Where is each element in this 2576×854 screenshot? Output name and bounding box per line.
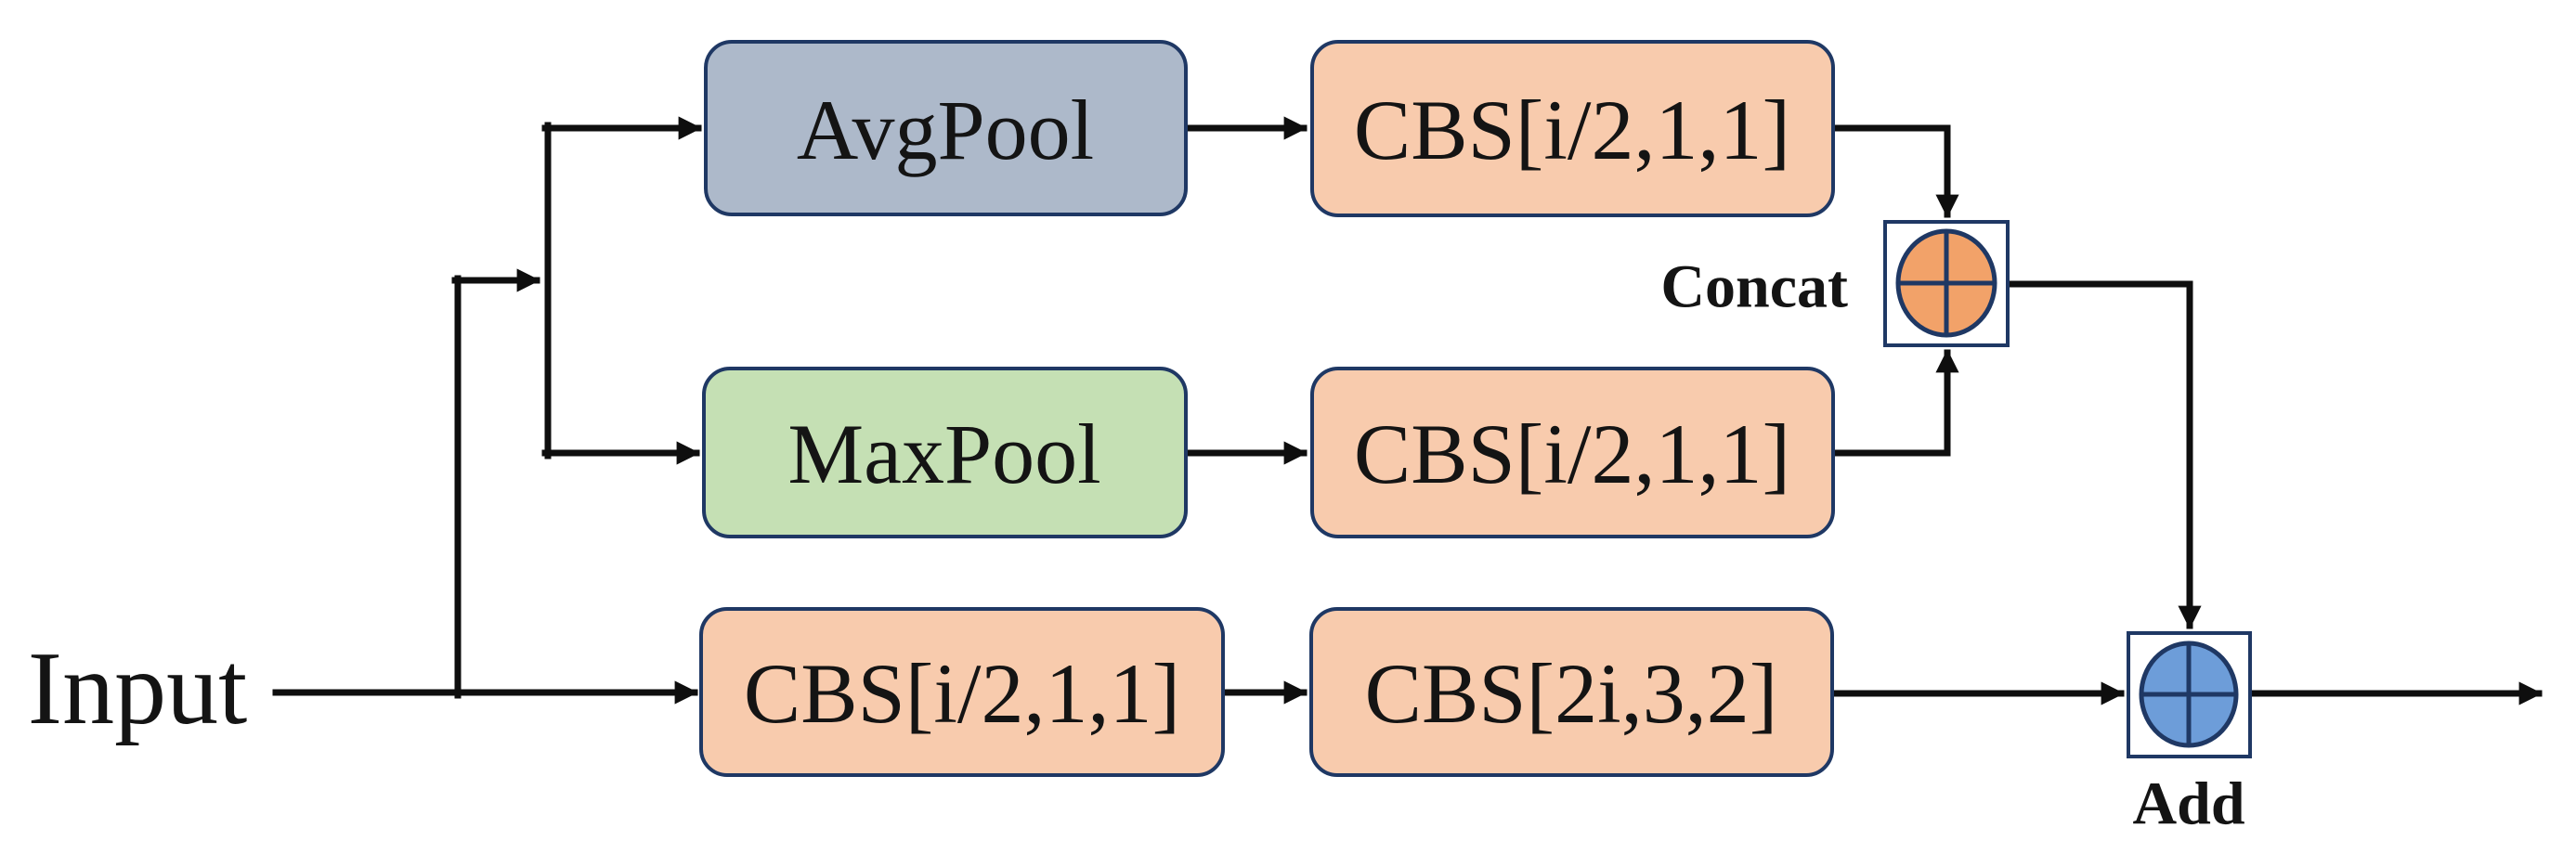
avgpool-block: AvgPool	[704, 40, 1188, 216]
cbs-bottom-second-box	[1309, 607, 1834, 777]
maxpool-label: MaxPool	[787, 407, 1100, 501]
cbs-after-maxpool-box	[1310, 367, 1835, 538]
cbs-bottom-first-label: CBS[i/2,1,1]	[744, 646, 1180, 741]
cbs-bottom-first-block: CBS[i/2,1,1]	[699, 607, 1225, 777]
maxpool-box	[702, 367, 1188, 538]
cbs-after-avgpool-box	[1310, 40, 1835, 217]
avgpool-label: AvgPool	[797, 83, 1094, 177]
connector-concat-to-add	[2004, 280, 2202, 629]
connector-mid-cbs-to-concat	[1829, 349, 1959, 457]
input-label: Input	[28, 631, 247, 746]
maxpool-block: MaxPool	[702, 367, 1188, 538]
add-label: Add	[2132, 770, 2244, 838]
concat-node: Concat	[1660, 220, 2010, 347]
cbs-bottom-second-block: CBS[2i,3,2]	[1309, 607, 1834, 777]
cbs-after-maxpool-label: CBS[i/2,1,1]	[1354, 407, 1790, 501]
cbs-bottom-second-label: CBS[2i,3,2]	[1365, 646, 1778, 741]
cbs-bottom-first-box	[699, 607, 1225, 777]
cbs-after-maxpool-block: CBS[i/2,1,1]	[1310, 367, 1835, 538]
cbs-after-avgpool-label: CBS[i/2,1,1]	[1354, 83, 1790, 177]
connector-top-cbs-to-concat	[1829, 124, 1959, 218]
cbs-after-avgpool-block: CBS[i/2,1,1]	[1310, 40, 1835, 217]
concat-label: Concat	[1660, 253, 1848, 321]
add-node: Add	[2127, 631, 2252, 838]
avgpool-box	[704, 40, 1188, 216]
